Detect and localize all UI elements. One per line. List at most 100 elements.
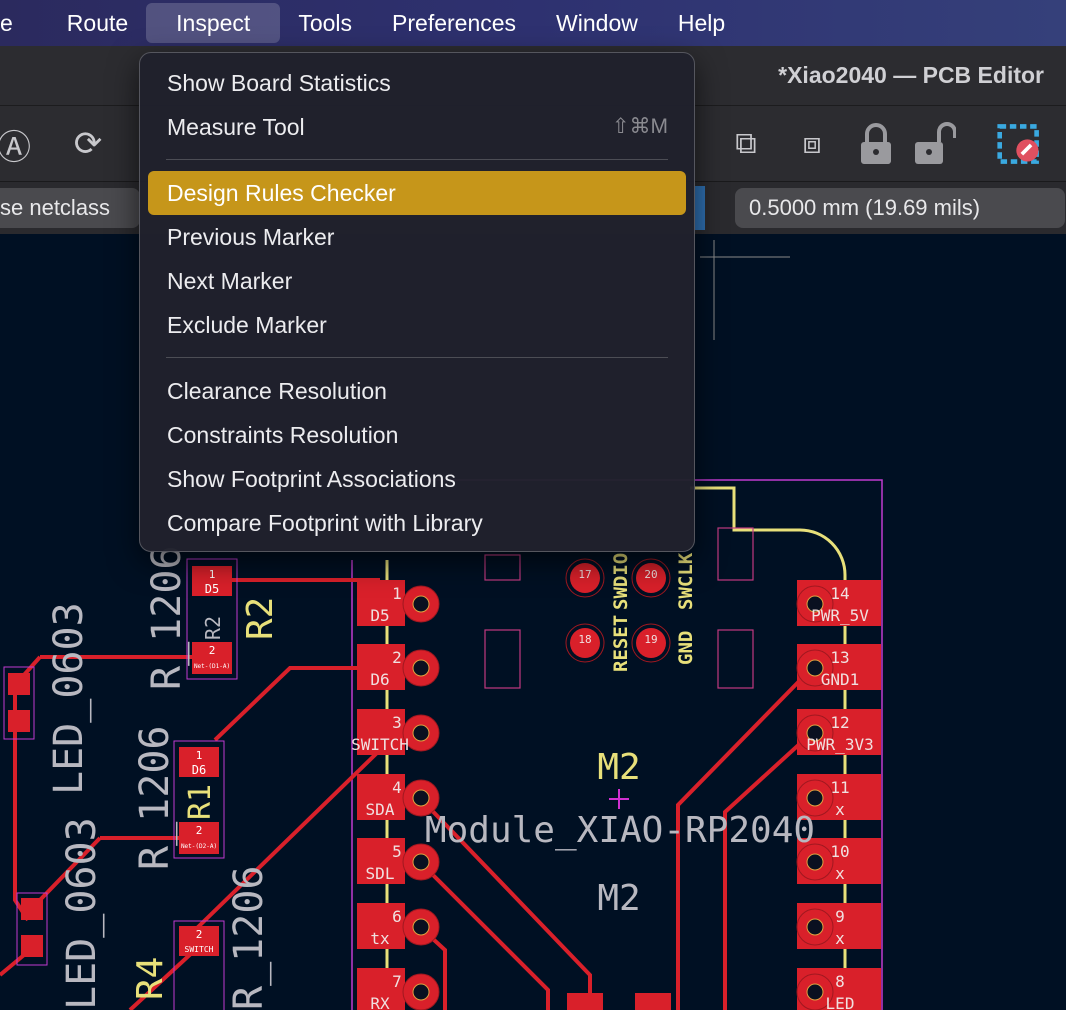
pad-number: 5 <box>392 842 402 861</box>
svg-text:1: 1 <box>196 749 203 762</box>
menu-item-compare-footprint-with-library[interactable]: Compare Footprint with Library <box>148 501 686 545</box>
lock-icon[interactable] <box>852 120 900 168</box>
menu-item-label: Clearance Resolution <box>167 378 387 404</box>
swd-label-swclk: SWCLK <box>675 552 697 610</box>
menu-item-label: Show Board Statistics <box>167 70 391 96</box>
module-pad-right[interactable]: 9x <box>796 903 881 949</box>
selector-accent <box>695 186 705 230</box>
r1-value: R_1206 <box>132 726 178 871</box>
autoroute-icon[interactable]: Ⓐ <box>0 128 31 167</box>
track-width-select[interactable]: 0.5000 mm (19.69 mils) <box>735 188 1065 228</box>
led1-value: LED_0603 <box>46 602 92 795</box>
swd-pad[interactable]: 18 <box>565 623 605 663</box>
svg-text:2: 2 <box>196 824 203 837</box>
menu-item-label: Exclude Marker <box>167 312 327 338</box>
pad-number: 10 <box>830 842 849 861</box>
pad-number: 4 <box>392 778 402 797</box>
drc-icon[interactable] <box>996 120 1044 168</box>
r1-pad1-net: D6 <box>192 763 206 777</box>
menu-tools[interactable]: Tools <box>298 10 353 36</box>
menu-window[interactable]: Window <box>556 10 638 36</box>
menu-bar: e Route Inspect Tools Preferences Window… <box>0 0 1066 46</box>
r2-fab-ref: R2 <box>201 616 225 640</box>
pad-net: PWR_5V <box>811 606 869 625</box>
swd-pad-number: 19 <box>644 633 657 646</box>
menu-item-label: Previous Marker <box>167 224 335 250</box>
pad-net: PWR_3V3 <box>806 735 873 754</box>
module-value: Module_XIAO-RP2040 <box>425 810 815 851</box>
r2-reference: R2 <box>240 597 281 640</box>
menu-item-constraints-resolution[interactable]: Constraints Resolution <box>148 413 686 457</box>
r2-pad2-net: Net-(D1-A) <box>194 663 230 670</box>
pad-number: 6 <box>392 907 402 926</box>
shortcut-label: ⇧⌘M <box>611 115 668 138</box>
swd-pad[interactable]: 19 <box>631 623 671 663</box>
pad-net: x <box>835 800 845 819</box>
pad-net: RX <box>370 994 390 1010</box>
menu-separator <box>166 159 668 160</box>
r4-pad2-net: SWITCH <box>185 945 214 954</box>
r2-pad1-net: D5 <box>205 582 219 596</box>
swd-pad[interactable]: 17 <box>565 558 605 598</box>
pad-number: 14 <box>830 584 849 603</box>
pad-number: 12 <box>830 713 849 732</box>
pad-net: x <box>835 864 845 883</box>
module-pad-right[interactable]: 11x <box>796 774 881 820</box>
pad-net: LED <box>826 994 855 1010</box>
pad-number: 13 <box>830 648 849 667</box>
menu-help[interactable]: Help <box>677 10 726 36</box>
pad-net: x <box>835 929 845 948</box>
pad-net: SDA <box>366 800 395 819</box>
pad-number: 7 <box>392 972 402 991</box>
menu-item-measure-tool[interactable]: Measure Tool ⇧⌘M <box>148 105 686 149</box>
module-reference-fab: M2 <box>597 878 640 919</box>
led2-value: LED_0603 <box>59 817 105 1010</box>
refresh-icon[interactable]: ⟳ <box>73 125 103 163</box>
menu-item-exclude-marker[interactable]: Exclude Marker <box>148 303 686 347</box>
module-pad-left[interactable]: 7RX <box>357 968 440 1010</box>
r1-pad2-net: Net-(D2-A) <box>181 843 217 850</box>
pad-number: 9 <box>835 907 845 926</box>
menu-edit-partial[interactable]: e <box>0 10 13 36</box>
menu-inspect[interactable]: Inspect <box>146 3 281 43</box>
unlock-icon[interactable] <box>910 120 958 168</box>
group-icon[interactable]: ⧉ <box>735 127 757 160</box>
module-pad-left[interactable]: 2D6 <box>357 644 440 690</box>
pad-net: SWITCH <box>351 735 409 754</box>
pad-number: 3 <box>392 713 402 732</box>
module-pad-left[interactable]: 1D5 <box>357 580 440 626</box>
menu-item-previous-marker[interactable]: Previous Marker <box>148 215 686 259</box>
menu-route[interactable]: Route <box>66 10 129 36</box>
swd-pad[interactable]: 20 <box>631 558 671 598</box>
pad-net: tx <box>370 929 390 948</box>
menu-item-label: Measure Tool <box>167 114 305 140</box>
menu-item-clearance-resolution[interactable]: Clearance Resolution <box>148 369 686 413</box>
swd-pad-number: 20 <box>644 568 657 581</box>
menu-item-show-board-statistics[interactable]: Show Board Statistics <box>148 61 686 105</box>
window-title: *Xiao2040 — PCB Editor <box>778 62 1044 88</box>
menu-item-next-marker[interactable]: Next Marker <box>148 259 686 303</box>
menu-item-label: Design Rules Checker <box>167 180 396 206</box>
pad-number: 8 <box>835 972 845 991</box>
module-pad-right[interactable]: 10 x <box>796 838 881 884</box>
netclass-select[interactable]: se netclass <box>0 188 140 228</box>
ungroup-icon[interactable]: ⧈ <box>802 127 822 160</box>
menu-preferences[interactable]: Preferences <box>392 10 517 36</box>
menu-item-show-footprint-associations[interactable]: Show Footprint Associations <box>148 457 686 501</box>
svg-text:1: 1 <box>209 568 216 581</box>
menu-item-design-rules-checker[interactable]: Design Rules Checker <box>148 171 686 215</box>
module-reference: M2 <box>597 747 640 788</box>
swd-label-reset: RESET <box>610 615 632 672</box>
module-pad-left[interactable]: 6tx <box>357 903 440 949</box>
r1-reference: R1 <box>183 784 218 820</box>
svg-text:2: 2 <box>209 644 216 657</box>
pad-number: 1 <box>392 584 402 603</box>
